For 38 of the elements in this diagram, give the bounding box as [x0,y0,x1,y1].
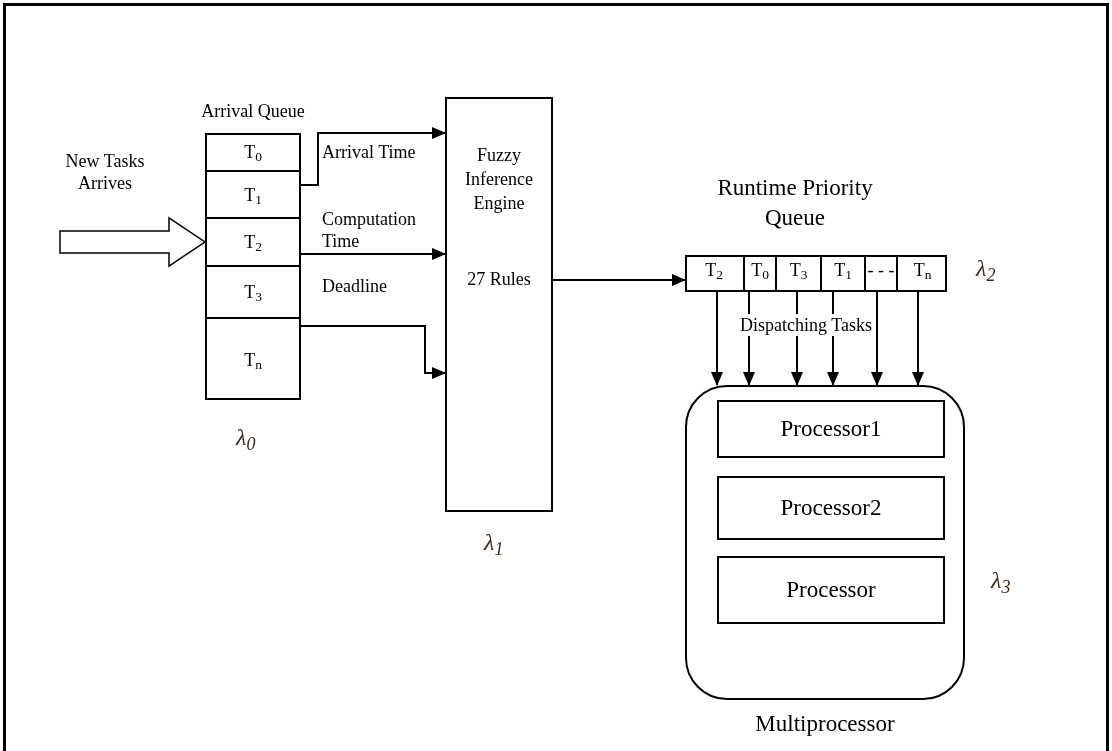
arrow [300,248,446,260]
edge-label: Arrival Time [322,142,416,162]
queue-slot [864,255,896,292]
edge-label: New Tasks Arrives [64,150,146,194]
arrow [300,127,446,186]
arrow [871,291,883,386]
dispatch-label: Dispatching Tasks [738,314,874,336]
arrow [711,291,723,386]
arrow [300,325,446,379]
queue-heading: Runtime Priority Queue [716,173,874,232]
edge-label: Deadline [322,276,387,296]
task-label: T$_{0}$ [244,140,262,163]
lambda-label: λ$_{2}$ [976,256,996,280]
task-label: T$_{3}$ [244,281,262,303]
lambda-label: λ$_{1}$ [484,530,504,554]
hollow-block-arrow [59,216,207,268]
task-label: T$_{n}$ [244,348,262,371]
engine-box [445,97,553,512]
rules-count: 27 Rules [466,268,532,291]
processor-box: Processor1 [717,400,945,458]
task-label: T$_{2}$ [705,259,723,285]
task-label: T$_{2}$ [244,231,262,253]
task-label: - - - [867,259,895,282]
engine-title: Fuzzy Inference Engine [464,144,534,215]
task-label: T$_{3}$ [789,259,808,285]
lambda-label: λ$_{3}$ [991,568,1011,592]
task-label: T$_{1}$ [834,259,852,285]
task-label: T$_{0}$ [751,259,769,285]
processor-box: Processor [717,556,945,624]
processor-box: Processor2 [717,476,945,540]
task-label: T$_{n}$ [913,259,932,285]
queue-heading: Arrival Queue [201,100,305,123]
task-label: T$_{1}$ [244,183,262,206]
edge-label: Computation Time [322,209,416,251]
arrow [552,274,686,286]
lambda-label: λ$_{0}$ [236,425,256,449]
queue-heading: Multiprocessor [755,710,895,738]
arrow [912,291,924,386]
